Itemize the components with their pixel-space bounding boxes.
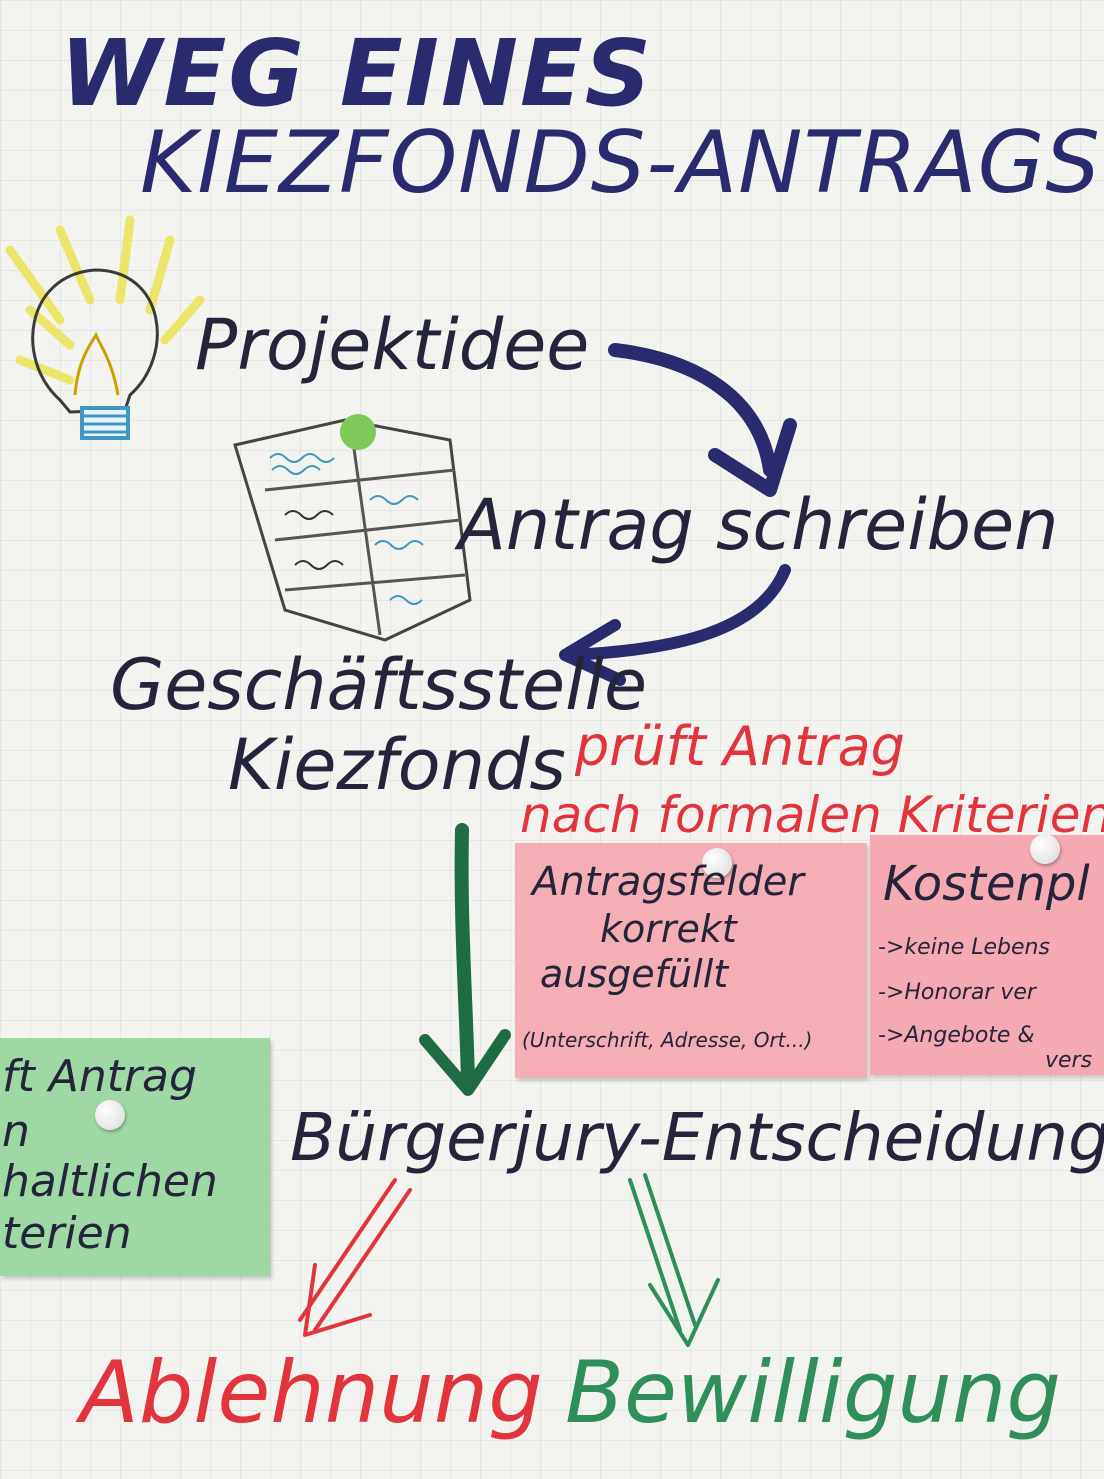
note-cost-plan-item-3b: vers	[1045, 1048, 1093, 1073]
pushpin	[1030, 834, 1060, 864]
outcome-approval: Bewilligung	[565, 1343, 1062, 1443]
sticky-note-cost-plan	[870, 835, 1104, 1075]
lightbulb-icon	[5, 215, 205, 440]
note-content-line-1: ft Antrag	[2, 1051, 197, 1102]
note-form-fields-line-2: korrekt	[600, 907, 737, 951]
title-line-2: KIEZFONDS-ANTRAGS	[140, 113, 1101, 213]
pushpin	[95, 1100, 125, 1130]
note-cost-plan-item-3: ->Angebote &	[878, 1023, 1035, 1048]
step-project-idea: Projektidee	[195, 304, 590, 386]
sticky-note-content-check	[0, 1038, 270, 1276]
title-line-1: WEG EINES	[60, 20, 654, 127]
step-office-line-2: Kiezfonds	[228, 724, 566, 806]
note-cost-plan-item-2: ->Honorar ver	[878, 980, 1036, 1005]
note-content-line-4: terien	[2, 1208, 132, 1259]
note-content-line-3: haltlichen	[2, 1156, 218, 1207]
note-content-line-2: n	[2, 1106, 30, 1157]
outcome-rejection: Ablehnung	[80, 1343, 543, 1443]
note-cost-plan-item-1: ->keine Lebens	[878, 935, 1050, 960]
formal-check-line-2: nach formalen Kriterien	[520, 786, 1104, 844]
note-cost-plan-heading: Kostenpl	[883, 856, 1090, 912]
step-office-line-1: Geschäftsstelle	[110, 644, 648, 726]
pushpin	[702, 848, 732, 878]
formal-check-line-1: prüft Antrag	[575, 715, 905, 778]
step-write-application: Antrag schreiben	[458, 484, 1059, 566]
sticky-note-form-fields	[515, 843, 867, 1078]
note-form-fields-detail: (Unterschrift, Adresse, Ort...)	[522, 1028, 813, 1052]
arrow-application-to-office	[559, 564, 791, 686]
arrow-office-to-jury	[419, 823, 511, 1096]
arrow-jury-to-approval	[628, 1173, 720, 1347]
arrow-jury-to-rejection	[298, 1178, 412, 1337]
note-form-fields-line-3: ausgefüllt	[540, 952, 729, 996]
arrow-idea-to-application	[608, 343, 797, 497]
note-form-fields-heading: Antragsfelder	[532, 859, 804, 905]
document-sketch-icon	[233, 414, 472, 642]
step-jury-decision: Bürgerjury-Entscheidung	[290, 1099, 1104, 1176]
